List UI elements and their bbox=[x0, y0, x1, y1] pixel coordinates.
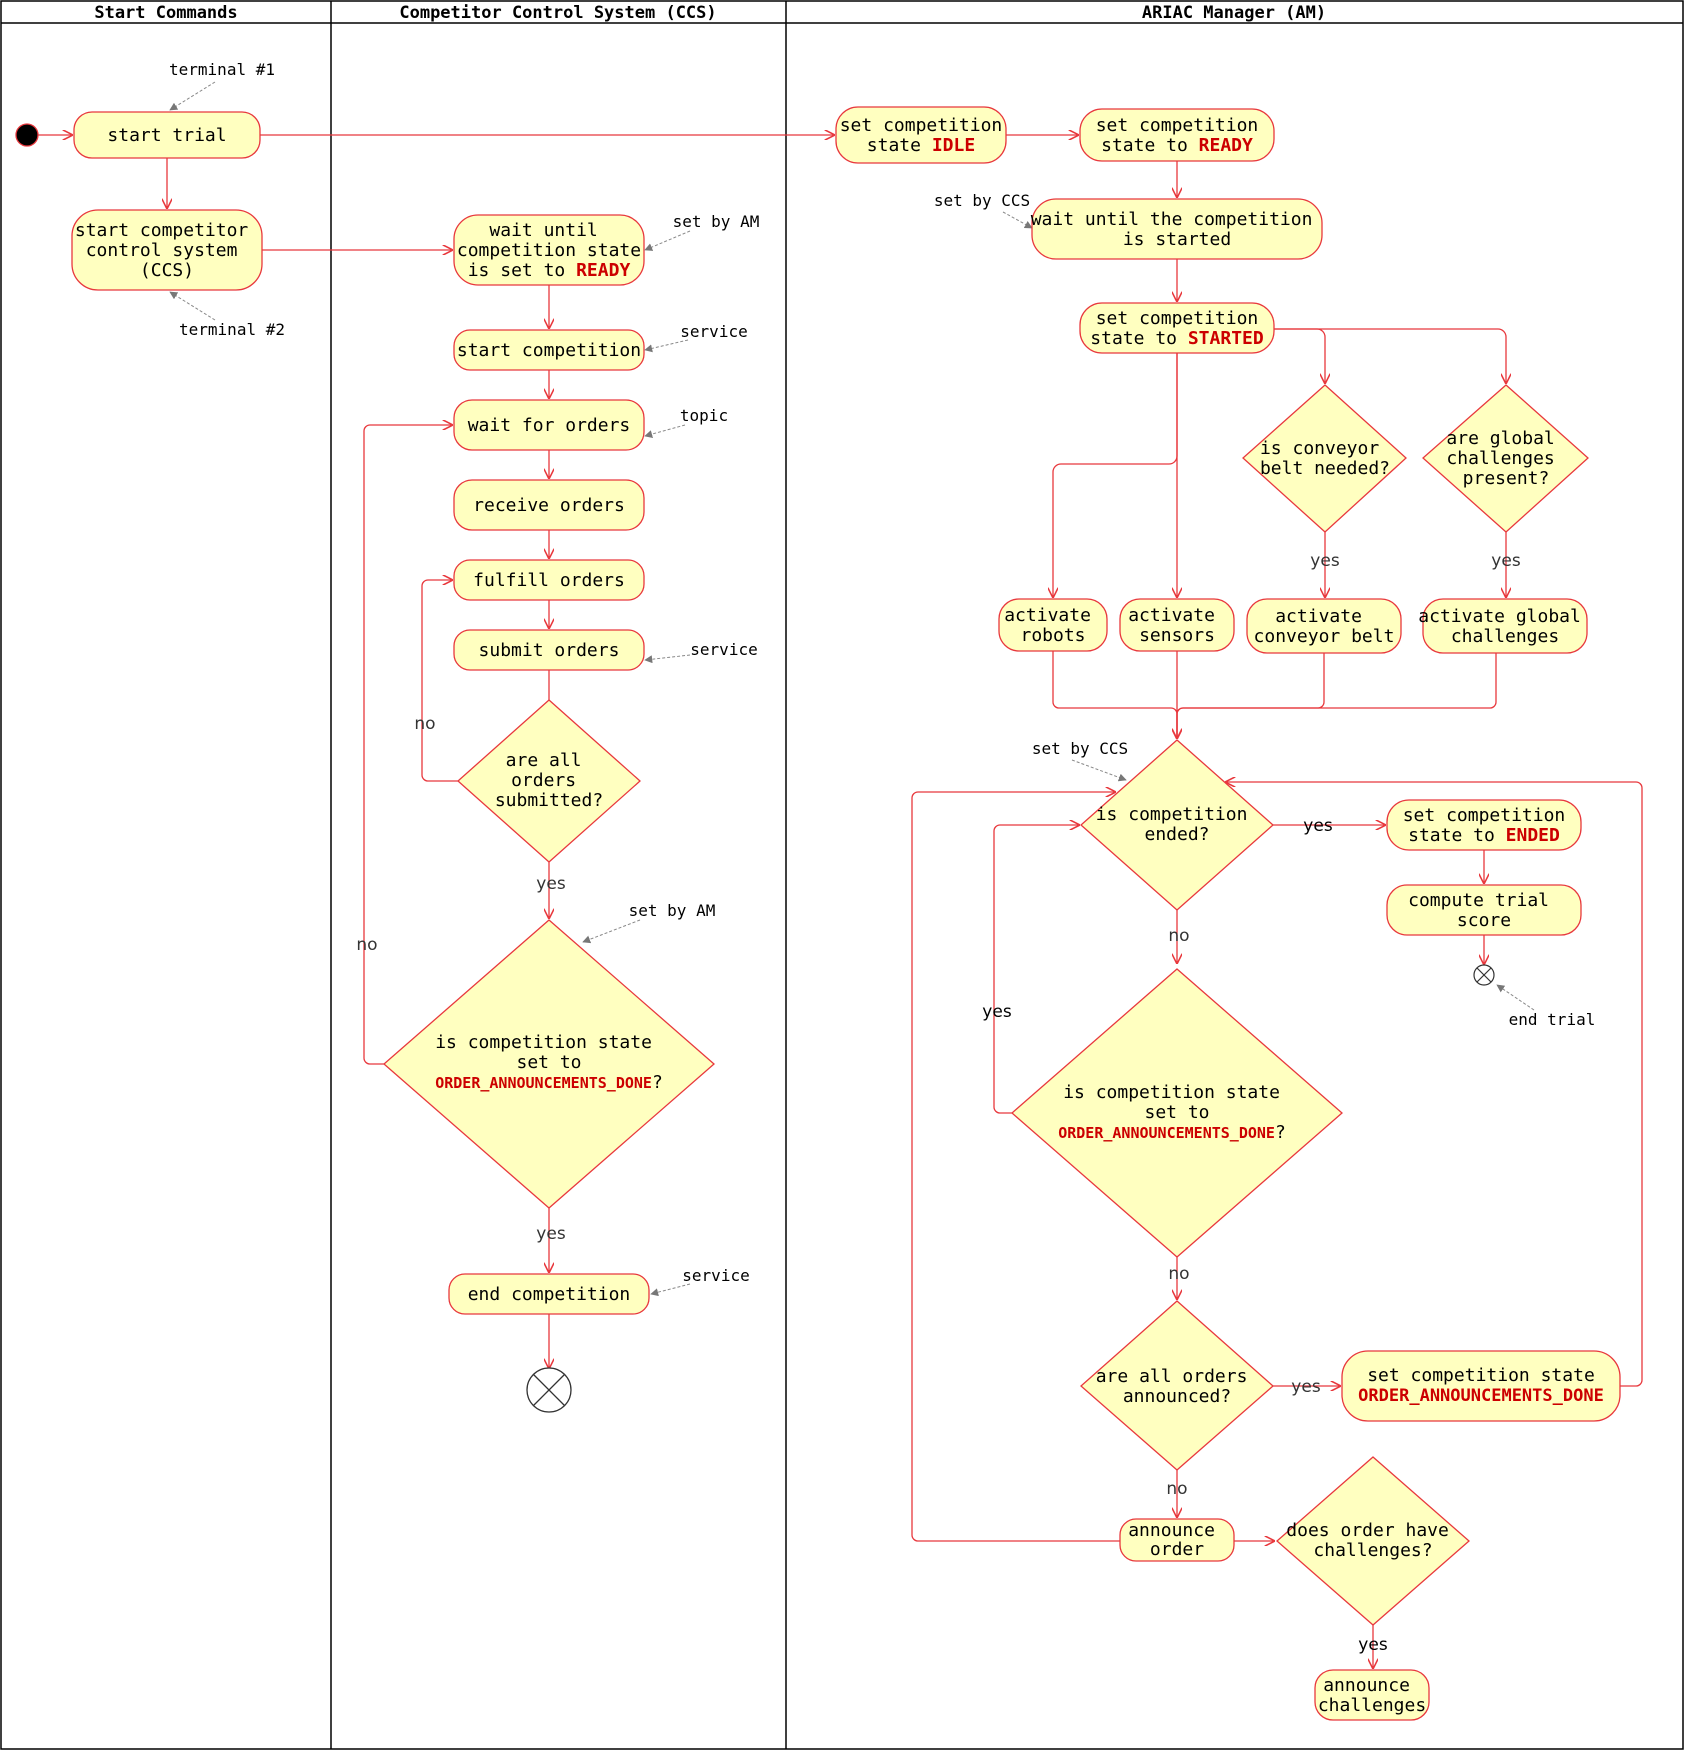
ccs-set-by-am-note-1: set by AM bbox=[673, 212, 760, 231]
ccs-no-label-2: no bbox=[356, 935, 377, 955]
am-no-ended: no bbox=[1168, 926, 1189, 946]
am-set-idle-label: set competition bbox=[840, 115, 1003, 136]
am-final-node bbox=[1473, 964, 1495, 986]
am-set-ready-label-2: state to READY bbox=[1101, 135, 1253, 156]
am-set-ann-done-label: set competition state bbox=[1367, 1365, 1595, 1386]
lane-title-am: ARIAC Manager (AM) bbox=[1142, 3, 1326, 23]
am-compute-score-label: compute trial score bbox=[1408, 890, 1560, 931]
ccs-wait-orders-label: wait for orders bbox=[468, 415, 631, 436]
lane-title-ccs: Competitor Control System (CCS) bbox=[399, 3, 716, 23]
am-set-idle-label-2: state IDLE bbox=[867, 135, 975, 156]
initial-node bbox=[15, 123, 39, 147]
ccs-start-competition-label: start competition bbox=[457, 340, 641, 361]
ccs-receive-orders-label: receive orders bbox=[473, 495, 625, 516]
am-set-started-label: set competition bbox=[1096, 308, 1259, 329]
am-lane: set competition state IDLE set competiti… bbox=[835, 106, 1643, 1721]
am-set-by-ccs-note-1: set by CCS bbox=[934, 191, 1030, 210]
am-set-ann-done-keyword: ORDER_ANNOUNCEMENTS_DONE bbox=[1358, 1386, 1604, 1406]
ccs-yes-label-2: yes bbox=[536, 1224, 566, 1244]
ccs-no-label-1: no bbox=[414, 714, 435, 734]
am-conveyor-label: is conveyor belt needed? bbox=[1260, 438, 1390, 479]
am-announce-challenges-label: announce challenges bbox=[1318, 1675, 1426, 1716]
ccs-service-note-2: service bbox=[690, 640, 757, 659]
ccs-end-competition-label: end competition bbox=[468, 1284, 631, 1305]
am-set-ended-label-2: state to ENDED bbox=[1408, 825, 1560, 846]
am-set-started-label-2: state to STARTED bbox=[1090, 328, 1264, 349]
am-activate-robots-label: activate robots bbox=[1004, 605, 1102, 646]
ccs-wait-ready-label: wait until competition state bbox=[457, 220, 641, 261]
am-all-announced-label: are all orders announced? bbox=[1096, 1366, 1259, 1407]
ccs-service-note-3: service bbox=[682, 1266, 749, 1285]
am-activate-conveyor-label: activate conveyor belt bbox=[1254, 606, 1395, 647]
am-announce-order-label: announce order bbox=[1128, 1520, 1226, 1560]
am-no-announced: no bbox=[1166, 1479, 1187, 1499]
am-set-ready-label: set competition bbox=[1096, 115, 1259, 136]
terminal2-note: terminal #2 bbox=[179, 320, 285, 339]
terminal1-note: terminal #1 bbox=[169, 60, 275, 79]
ccs-topic-note: topic bbox=[680, 406, 728, 425]
am-no-comp-state: no bbox=[1168, 1264, 1189, 1284]
am-yes-ended: yes bbox=[1303, 816, 1333, 836]
ccs-all-submitted-label: are all orders submitted? bbox=[495, 750, 603, 811]
am-yes-comp-state: yes bbox=[982, 1002, 1012, 1022]
ccs-lane: wait until competition state is set to R… bbox=[356, 212, 760, 1413]
am-yes-conveyor: yes bbox=[1310, 551, 1340, 571]
start-trial-label: start trial bbox=[107, 125, 226, 146]
am-end-trial-note: end trial bbox=[1509, 1010, 1596, 1029]
am-activate-global-node bbox=[1422, 598, 1588, 654]
am-comp-state-label: is competition state set to bbox=[1063, 1082, 1291, 1123]
ccs-final-node bbox=[526, 1367, 572, 1413]
ccs-set-by-am-note-2: set by AM bbox=[629, 901, 716, 920]
am-comp-state-keyword: ORDER_ANNOUNCEMENTS_DONE? bbox=[1058, 1122, 1286, 1143]
am-order-challenges-label: does order have challenges? bbox=[1286, 1520, 1459, 1561]
am-yes-challenges: yes bbox=[1358, 1635, 1388, 1655]
ccs-comp-state-label: is competition state set to bbox=[435, 1032, 663, 1073]
am-global-label: are global challenges present? bbox=[1446, 428, 1565, 489]
ccs-service-note-1: service bbox=[680, 322, 747, 341]
ccs-fulfill-orders-label: fulfill orders bbox=[473, 570, 625, 591]
ccs-wait-ready-label-line3: is set to READY bbox=[468, 260, 631, 281]
lane-title-start-commands: Start Commands bbox=[94, 3, 237, 23]
ccs-comp-state-keyword: ORDER_ANNOUNCEMENTS_DONE? bbox=[435, 1072, 663, 1093]
am-ended-label: is competition ended? bbox=[1096, 804, 1259, 845]
am-yes-global: yes bbox=[1491, 551, 1521, 571]
am-yes-announced: yes bbox=[1291, 1377, 1321, 1397]
am-activate-global-label: activate global challenges bbox=[1418, 606, 1591, 647]
ccs-yes-label-1: yes bbox=[536, 874, 566, 894]
am-set-by-ccs-note-2: set by CCS bbox=[1032, 739, 1128, 758]
am-announce-order-node bbox=[1119, 1518, 1235, 1562]
am-activate-sensors-label: activate sensors bbox=[1128, 605, 1226, 646]
start-commands-lane: start trial terminal #1 start competitor… bbox=[15, 60, 834, 339]
am-wait-started-label: wait until the competition is started bbox=[1031, 209, 1324, 250]
am-announce-challenges-node bbox=[1314, 1669, 1430, 1721]
ccs-submit-orders-label: submit orders bbox=[479, 640, 620, 661]
am-set-ended-label: set competition bbox=[1403, 805, 1566, 826]
start-ccs-label: start competitor control system (CCS) bbox=[75, 220, 259, 281]
